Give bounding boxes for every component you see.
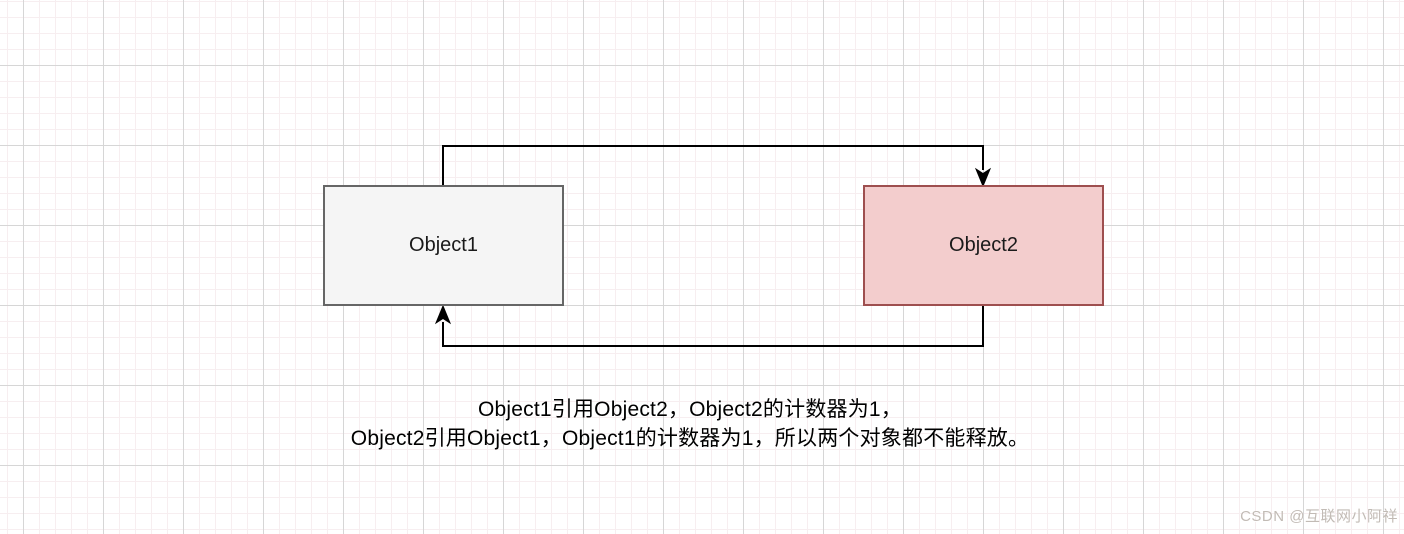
edge-object1-to-object2 bbox=[442, 145, 992, 188]
edge-object2-to-object1 bbox=[434, 304, 984, 347]
watermark: CSDN @互联网小阿祥 bbox=[1240, 508, 1398, 525]
arrowhead-up-icon bbox=[434, 304, 452, 325]
node-object1-label: Object1 bbox=[409, 234, 478, 256]
node-object2: Object2 bbox=[863, 185, 1104, 306]
arrowhead-down-icon bbox=[974, 167, 992, 188]
node-object1: Object1 bbox=[323, 185, 564, 306]
caption: Object1引用Object2，Object2的计数器为1， Object2引… bbox=[250, 395, 1130, 453]
caption-line-2: Object2引用Object1，Object1的计数器为1，所以两个对象都不能… bbox=[350, 427, 1030, 450]
caption-line-1: Object1引用Object2，Object2的计数器为1， bbox=[478, 398, 902, 421]
node-object2-label: Object2 bbox=[949, 234, 1018, 256]
